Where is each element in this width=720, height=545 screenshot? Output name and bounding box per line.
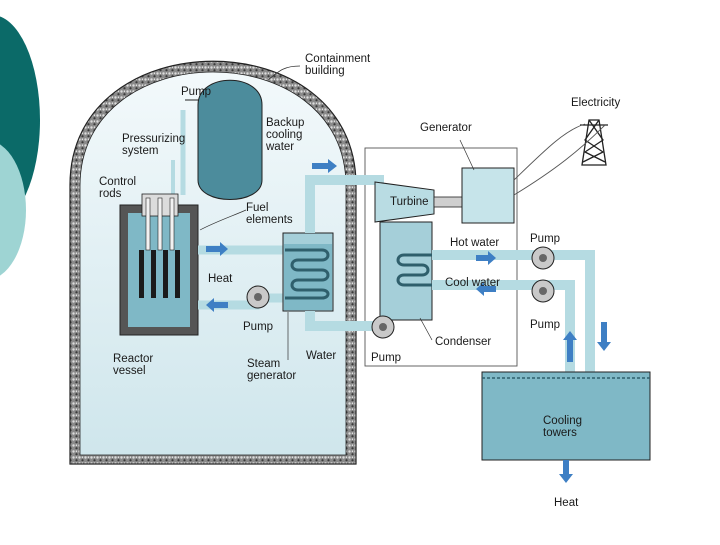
- label-pump-right-bottom: Pump: [530, 319, 561, 331]
- leader-lines: [199, 65, 475, 360]
- arrow-icon: [206, 298, 228, 312]
- condenser-coil: [396, 253, 432, 287]
- cooling-towers: [481, 371, 651, 461]
- label-electricity: Electricity: [571, 97, 621, 109]
- label-steam-generator: Steam generator: [247, 358, 297, 382]
- label-pump-right-top: Pump: [530, 233, 561, 245]
- arrow-icon: [476, 251, 496, 265]
- label-turbine: Turbine: [390, 196, 429, 208]
- control-rods: [145, 197, 175, 251]
- label-reactor-vessel: Reactor vessel: [113, 353, 154, 377]
- arrow-icon: [597, 322, 611, 351]
- label-pump-bottom: Pump: [371, 352, 402, 364]
- cooling-loop-pipes: [432, 250, 595, 378]
- label-generator: Generator: [420, 122, 472, 134]
- containment-building-interior: [79, 71, 347, 456]
- arrow-icon: [206, 242, 228, 256]
- label-pressurizing-system: Pressurizing system: [122, 133, 186, 157]
- arrow-icon: [559, 460, 573, 483]
- label-control-rods: Control rods: [99, 176, 137, 200]
- power-lines: [513, 123, 606, 196]
- steam-generator-water: [284, 244, 332, 310]
- label-condenser: Condenser: [435, 336, 492, 348]
- slide-accent-light: [0, 144, 26, 276]
- backup-cooling-water-tank: [197, 79, 263, 200]
- label-fuel-elements: Fuel elements: [246, 202, 293, 226]
- condenser: [379, 221, 433, 321]
- label-pump-mid: Pump: [243, 321, 274, 333]
- label-cooling-towers: Cooling towers: [543, 415, 582, 439]
- label-heat-left: Heat: [208, 273, 233, 285]
- turbine-shaft: [433, 196, 465, 208]
- fuel-rods: [139, 250, 180, 298]
- arrow-icon: [563, 331, 577, 362]
- generator-box: [461, 167, 515, 224]
- label-cool-water: Cool water: [445, 277, 500, 289]
- label-hot-water: Hot water: [450, 237, 500, 249]
- steam-generator-coil: [285, 248, 330, 300]
- label-containment-building: Containment building: [305, 53, 371, 77]
- label-backup-cooling-water: Backup cooling water: [266, 117, 305, 153]
- label-water: Water: [306, 350, 337, 362]
- arrow-icon: [312, 159, 337, 173]
- flow-arrows: [206, 159, 611, 483]
- turbine: [374, 181, 435, 223]
- label-pump-top: Pump: [181, 86, 212, 98]
- steam-loop-pipes: [305, 175, 384, 331]
- electricity-pylon: [580, 119, 608, 166]
- label-heat-bottom: Heat: [554, 497, 579, 509]
- arrow-icon: [476, 282, 496, 296]
